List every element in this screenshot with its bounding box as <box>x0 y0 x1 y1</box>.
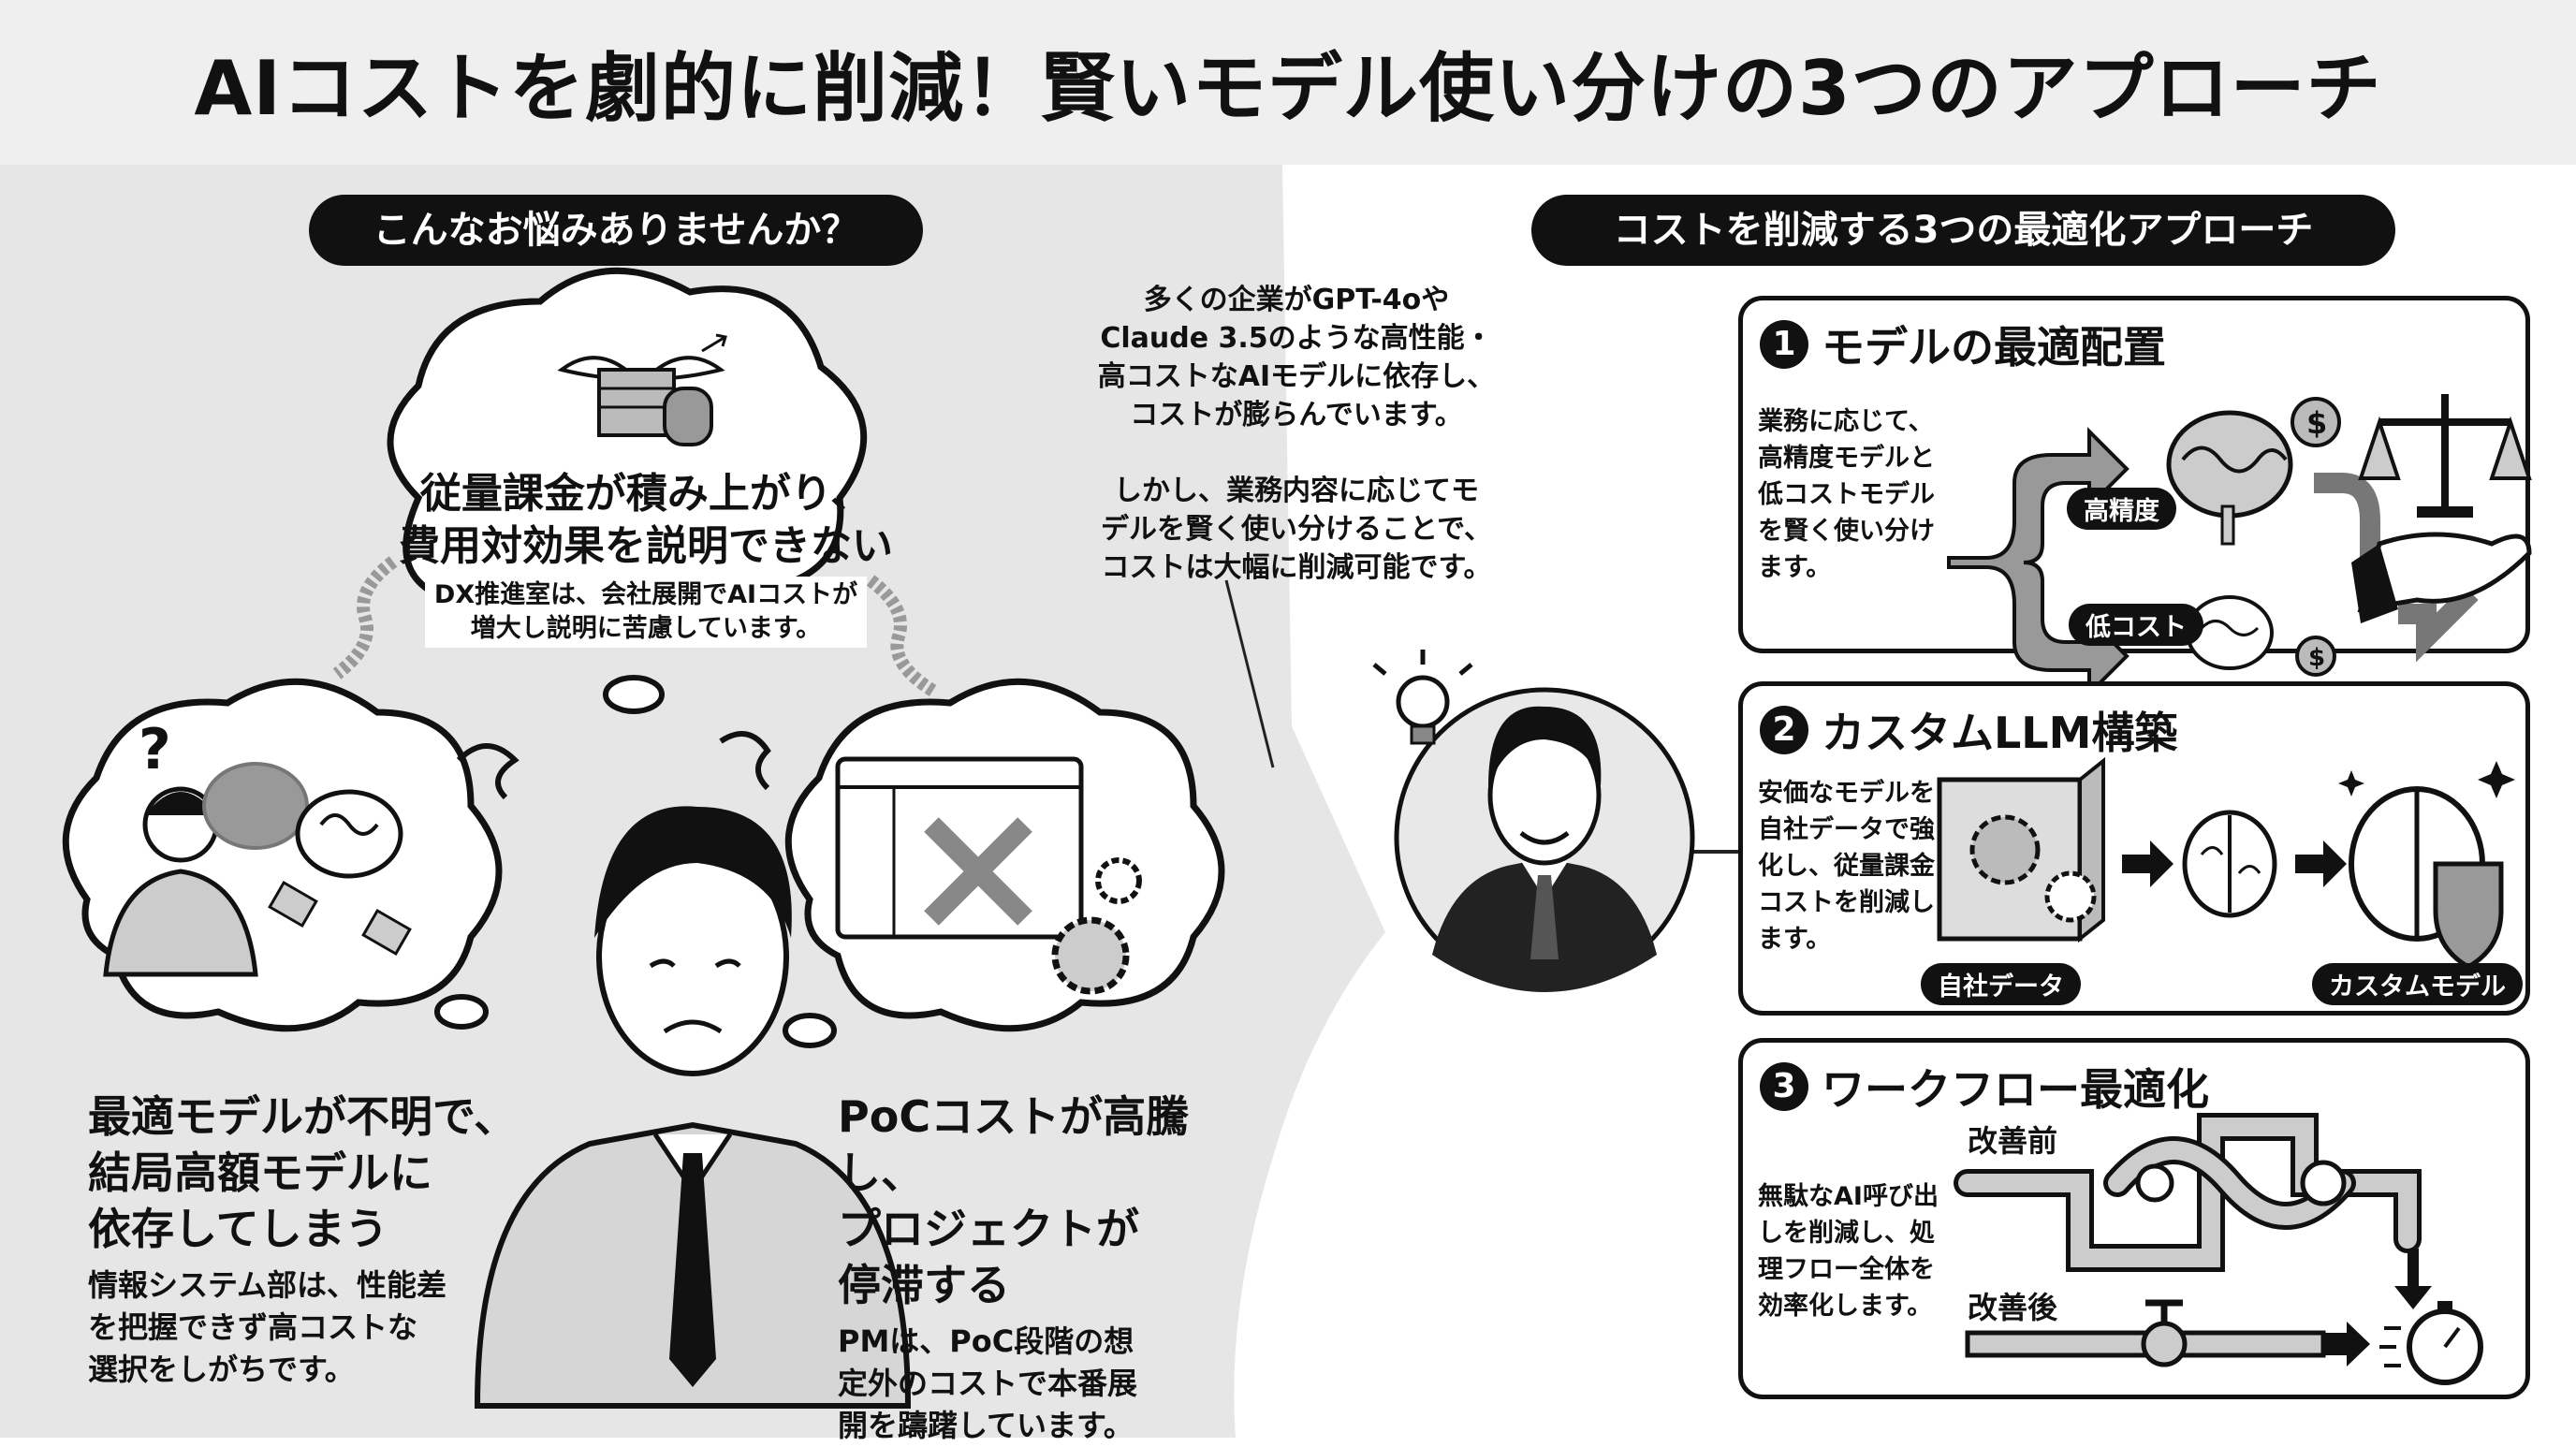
intro-line: コストは大幅に削減可能です。 <box>1101 551 1492 584</box>
solution-description: 安価なモデルを自社データで強化し、従量課金コストを削減します。 <box>1758 775 1935 957</box>
description-line: 低コストモデル <box>1758 480 1935 509</box>
money-with-wings-icon <box>557 333 727 446</box>
left-panel-background <box>0 165 1385 1438</box>
left-problem-heading-line: 結局高額モデルに <box>88 1147 432 1198</box>
intro-line: 高コストなAIモデルに依存し、 <box>1097 360 1496 393</box>
header-band <box>0 0 2576 165</box>
description-line: 無駄なAI呼び出 <box>1758 1182 1939 1211</box>
right-problem-detail-line: PMは、PoC段階の想 <box>838 1323 1134 1359</box>
intro-line: Claude 3.5のような高性能・ <box>1100 322 1493 355</box>
left-thought-cloud: ? <box>62 678 503 1032</box>
custom-llm-diagram <box>1937 756 2515 970</box>
left-problem-detail-line: 選択をしがちです。 <box>88 1352 355 1387</box>
description-line: 効率化します。 <box>1758 1292 1933 1321</box>
right-problem-heading-line: 停滞する <box>838 1260 1010 1310</box>
left-problem-caption: 最適モデルが不明で、結局高額モデルに依存してしまう 情報システム部は、性能差を把… <box>88 1089 519 1391</box>
intro-line: デルを賢く使い分けることで、 <box>1101 513 1492 546</box>
description-line: 自社データで強 <box>1758 815 1935 844</box>
arrow-right-icon <box>2122 840 2174 887</box>
left-problem-detail-line: 情報システム部は、性能差 <box>88 1267 447 1303</box>
intro-line: コストが膨らんでいます。 <box>1130 399 1463 431</box>
solution-card-custom-llm: 2 カスタムLLM構築 安価なモデルを自社データで強化し、従量課金コストを削減しま… <box>1738 681 2530 1016</box>
custom-model-tag: カスタムモデル <box>2312 963 2523 1005</box>
top-problem-heading-2: 費用対効果を説明できない <box>399 522 893 570</box>
split-arrow-icon <box>1947 427 2130 698</box>
step-number-badge: 3 <box>1760 1062 1808 1111</box>
svg-text:$: $ <box>2306 405 2327 441</box>
solutions-section-label: コストを削減する3つの最適化アプローチ <box>1531 195 2395 266</box>
right-problem-detail-line: 開を躊躇しています。 <box>838 1408 1134 1443</box>
arrow-down-icon <box>2394 1249 2432 1309</box>
intro-line: 多くの企業がGPT-4oや <box>1143 284 1450 316</box>
dollar-coin-icon: $ <box>2291 397 2341 447</box>
safe-gear-icon <box>1937 756 2105 943</box>
company-data-tag: 自社データ <box>1921 963 2081 1005</box>
high-accuracy-tag: 高精度 <box>2067 488 2176 530</box>
description-line: 化し、従量課金 <box>1758 852 1935 881</box>
right-thought-cloud <box>783 678 1225 1048</box>
worried-person-illustration <box>456 731 912 1409</box>
model-routing-diagram: $ $ <box>1947 397 2479 698</box>
problems-section-label: こんなお悩みありませんか？ <box>309 195 923 266</box>
description-line: 業務に応じて、 <box>1758 407 1934 436</box>
brain-shield-icon <box>2338 761 2515 970</box>
left-problem-detail-line: を把握できず高コストな <box>88 1309 418 1345</box>
top-problem-heading-1: 従量課金が積み上がり、 <box>419 470 872 518</box>
description-line: 高精度モデルと <box>1758 444 1935 473</box>
solution-title: カスタムLLM構築 <box>1822 708 2178 758</box>
description-line: しを削減し、処 <box>1758 1219 1935 1248</box>
step-number-badge: 2 <box>1760 706 1808 754</box>
description-line: を賢く使い分け <box>1758 517 1935 546</box>
balance-scale-hand-icon <box>2351 394 2532 623</box>
tangled-pipe-icon <box>1954 1113 2422 1272</box>
solution-title: モデルの最適配置 <box>1822 322 2166 373</box>
description-line: コストを削減し <box>1758 888 1935 917</box>
left-problem-heading-line: 最適モデルが不明で、 <box>88 1091 518 1142</box>
dollar-coin-icon: $ <box>2295 636 2336 677</box>
crossed-chart-gears-icon <box>835 756 1142 995</box>
before-label: 改善前 <box>1968 1123 2058 1159</box>
page-title: AIコストを劇的に削減！賢いモデル使い分けの3つのアプローチ <box>194 45 2382 132</box>
right-problem-detail-line: 定外のコストで本番展 <box>838 1366 1138 1401</box>
description-line: 安価なモデルを <box>1758 779 1935 808</box>
step-number-badge: 1 <box>1760 320 1808 369</box>
intro-text: 多くの企業がGPT-4oや Claude 3.5のような高性能・高コストなAIモデ… <box>1095 281 1498 624</box>
straight-pipe-icon <box>1965 1299 2370 1367</box>
solution-title: ワークフロー最適化 <box>1822 1064 2209 1115</box>
solution-card-workflow: 3 ワークフロー最適化 無駄なAI呼び出しを削減し、処理フロー全体を効率化します。… <box>1738 1038 2530 1399</box>
right-problem-heading-line: プロジェクトが <box>838 1204 1139 1254</box>
top-problem-detail-1: DX推進室は、会社展開でAIコストが <box>433 580 858 609</box>
right-problem-heading-line: PoCコストが高騰し、 <box>838 1091 1190 1198</box>
confident-person-illustration <box>1372 650 1695 992</box>
svg-text:?: ? <box>139 717 171 782</box>
after-label: 改善後 <box>1968 1290 2058 1325</box>
stopwatch-icon <box>2379 1301 2483 1385</box>
left-problem-heading-line: 依存してしまう <box>88 1204 388 1254</box>
pipeline-diagram <box>1954 1113 2483 1385</box>
solution-description: 業務に応じて、高精度モデルと低コストモデルを賢く使い分けます。 <box>1758 403 1935 586</box>
solution-description: 無駄なAI呼び出しを削減し、処理フロー全体を効率化します。 <box>1758 1178 1939 1324</box>
top-problem-detail-2: 増大し説明に苦慮しています。 <box>470 614 822 643</box>
confused-person-brain-icon: ? <box>103 717 412 977</box>
svg-text:$: $ <box>2308 644 2325 672</box>
intro-line: しかし、業務内容に応じてモ <box>1114 475 1479 507</box>
solution-card-model-placement: 1 モデルの最適配置 業務に応じて、高精度モデルと低コストモデルを賢く使い分けます… <box>1738 296 2532 698</box>
right-problem-caption: PoCコストが高騰し、プロジェクトが停滞する PMは、PoC段階の想定外のコスト… <box>838 1089 1212 1447</box>
description-line: ます。 <box>1758 553 1832 582</box>
lightbulb-icon <box>1372 650 1473 745</box>
arrow-right-icon <box>2295 840 2347 887</box>
brain-high-accuracy-icon <box>2166 410 2293 546</box>
brain-icon <box>2182 810 2277 918</box>
low-cost-tag: 低コスト <box>2069 604 2203 646</box>
top-problem-text: 従量課金が積み上がり、 費用対効果を説明できない DX推進室は、会社展開でAIコ… <box>374 468 917 648</box>
description-line: ます。 <box>1758 925 1832 954</box>
description-line: 理フロー全体を <box>1758 1255 1935 1284</box>
